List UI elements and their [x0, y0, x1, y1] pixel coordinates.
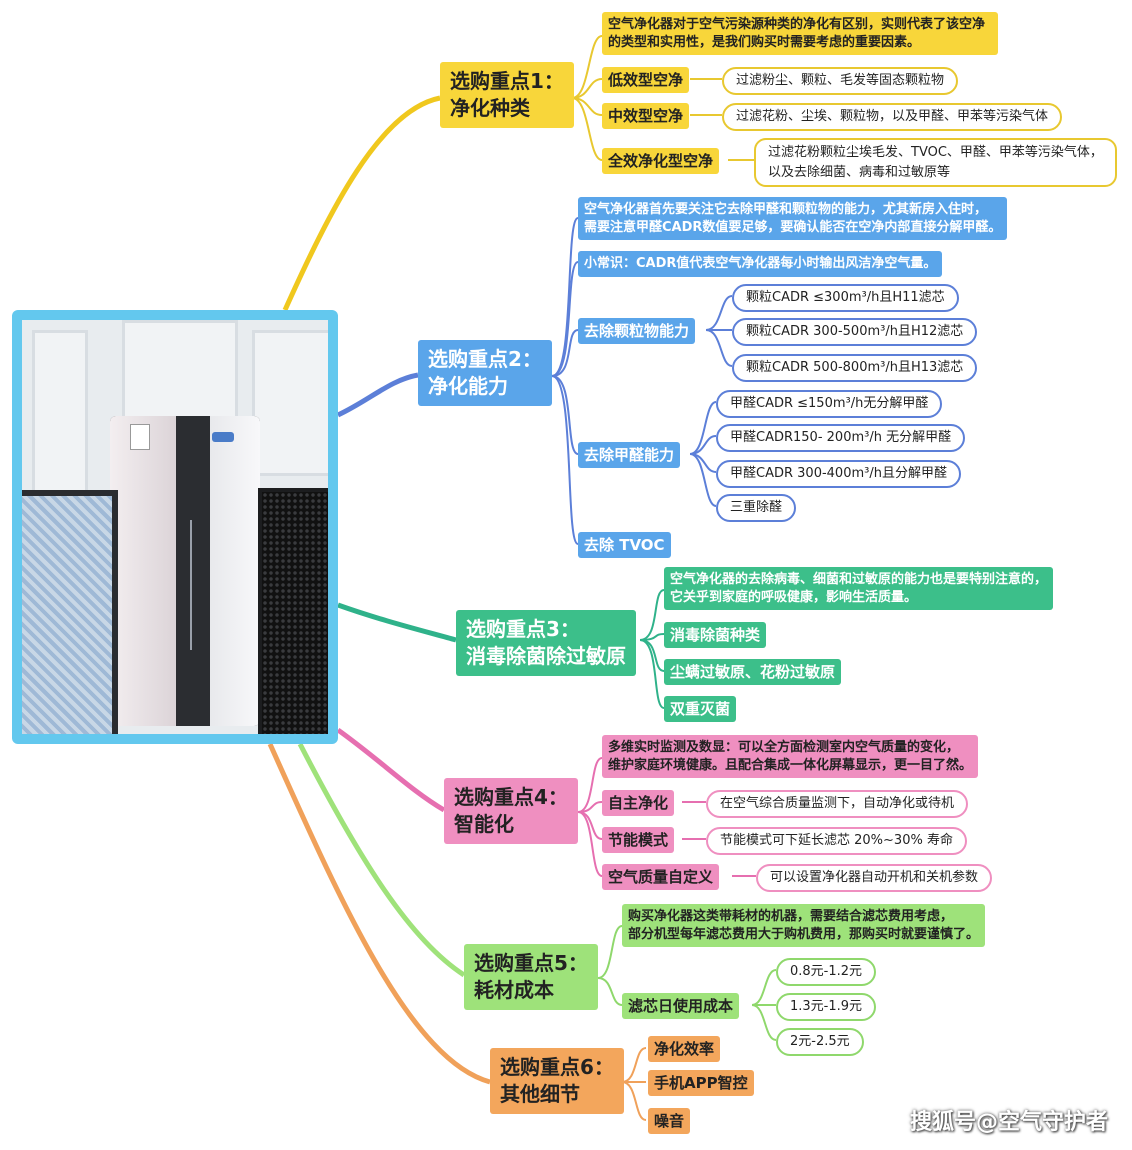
topic-4-intro-line2: 维护家庭环境健康。且配合集成一体化屏幕显示，更一目了然。: [608, 757, 973, 773]
topic-2-intro: 空气净化器首先要关注它去除甲醛和颗粒物的能力，尤其新房入住时， 需要注意甲醛CA…: [578, 197, 1008, 241]
topic-2-particle-leaf-2: 颗粒CADR 300-500m³/h且H12滤芯: [732, 318, 978, 346]
topic-1-intro-text: 空气净化器对于空气污染源种类的净化有区别，实则代表了该空净的类型和实用性，是我们…: [608, 17, 986, 50]
topic-1-item-full-detail: 过滤花粉颗粒尘埃毛发、TVOC、甲醛、甲苯等污染气体， 以及去除细菌、病毒和过敏…: [754, 138, 1117, 187]
topic-3-intro-line2: 它关乎到家庭的呼吸健康，影响生活质量。: [670, 589, 918, 605]
topic-5-cost-1: 0.8元-1.2元: [776, 958, 877, 986]
topic-5-title-line1: 选购重点5：: [474, 951, 588, 975]
topic-5-title: 选购重点5： 耗材成本: [464, 944, 598, 1010]
hepa-filter-image: [22, 490, 118, 734]
topic-4-item-eco: 节能模式: [602, 827, 675, 854]
topic-5-intro: 购买净化器这类带耗材的机器，需要结合滤芯费用考虑， 部分机型每年滤芯费用大于购机…: [622, 904, 986, 948]
topic-2-intro-line1: 空气净化器首先要关注它去除甲醛和颗粒物的能力，尤其新房入住时，: [584, 202, 988, 217]
topic-1-item-full-detail-line1: 过滤花粉颗粒尘埃毛发、TVOC、甲醛、甲苯等污染气体，: [768, 145, 1103, 160]
topic-2-formaldehyde-leaf-3: 甲醛CADR 300-400m³/h且分解甲醛: [716, 460, 961, 488]
topic-2-title-line2: 净化能力: [428, 374, 508, 398]
topic-6-item-3: 噪音: [648, 1108, 691, 1135]
carbon-filter-image: [258, 488, 328, 734]
topic-5-intro-line2: 部分机型每年滤芯费用大于购机费用，那购买时就要谨慎了。: [628, 926, 980, 942]
topic-1-title-line2: 净化种类: [450, 96, 530, 120]
topic-3-intro-line1: 空气净化器的去除病毒、细菌和过敏原的能力也是要特别注意的，: [670, 572, 1048, 587]
topic-5-cost-3: 2元-2.5元: [776, 1028, 864, 1056]
topic-6-title-line1: 选购重点6：: [500, 1055, 614, 1079]
topic-2-tip: 小常识：CADR值代表空气净化器每小时输出风洁净空气量。: [578, 251, 943, 277]
topic-4-title-line1: 选购重点4：: [454, 785, 568, 809]
topic-1-intro: 空气净化器对于空气污染源种类的净化有区别，实则代表了该空净的类型和实用性，是我们…: [602, 12, 998, 56]
topic-3-title: 选购重点3： 消毒除菌除过敏原: [456, 610, 636, 676]
topic-4-title: 选购重点4： 智能化: [444, 778, 578, 844]
topic-3-intro: 空气净化器的去除病毒、细菌和过敏原的能力也是要特别注意的， 它关乎到家庭的呼吸健…: [664, 567, 1054, 611]
topic-5-cost-label: 滤芯日使用成本: [622, 993, 740, 1020]
topic-2-formaldehyde: 去除甲醛能力: [578, 442, 681, 469]
watermark-text: 搜狐号@空气守护者: [909, 1110, 1108, 1135]
topic-2-title-line1: 选购重点2：: [428, 347, 542, 371]
topic-2-intro-line2: 需要注意甲醛CADR数值要足够，要确认能否在空净内部直接分解甲醛。: [584, 219, 1002, 235]
topic-3-title-line2: 消毒除菌除过敏原: [466, 644, 626, 668]
topic-2-particle: 去除颗粒物能力: [578, 318, 696, 345]
topic-3-item-3: 双重灭菌: [664, 696, 737, 723]
topic-1-item-full: 全效净化型空净: [602, 148, 720, 175]
topic-4-title-line2: 智能化: [454, 812, 514, 836]
topic-4-item-eco-detail: 节能模式可下延长滤芯 20%~30% 寿命: [706, 827, 967, 855]
topic-2-particle-leaf-1: 颗粒CADR ≤300m³/h且H11滤芯: [732, 284, 959, 312]
topic-3-item-2: 尘螨过敏原、花粉过敏原: [664, 659, 842, 686]
topic-1-item-mid-detail: 过滤花粉、尘埃、颗粒物，以及甲醛、甲苯等污染气体: [722, 103, 1063, 131]
topic-1-item-mid: 中效型空净: [602, 103, 690, 130]
topic-5-cost-2: 1.3元-1.9元: [776, 993, 877, 1021]
topic-1-title-line1: 选购重点1：: [450, 69, 564, 93]
brand-logo-icon: [212, 432, 234, 442]
topic-2-tvoc: 去除 TVOC: [578, 532, 671, 559]
topic-4-item-custom-detail: 可以设置净化器自动开机和关机参数: [756, 864, 993, 892]
topic-1-item-low-detail: 过滤粉尘、颗粒、毛发等固态颗粒物: [722, 67, 959, 95]
topic-4-item-auto-detail: 在空气综合质量监测下，自动净化或待机: [706, 790, 969, 818]
topic-2-title: 选购重点2： 净化能力: [418, 340, 552, 406]
topic-2-formaldehyde-leaf-1: 甲醛CADR ≤150m³/h无分解甲醛: [716, 390, 943, 418]
topic-2-formaldehyde-leaf-4: 三重除醛: [716, 494, 797, 522]
topic-6-item-1: 净化效率: [648, 1036, 721, 1063]
topic-4-item-custom: 空气质量自定义: [602, 864, 720, 891]
topic-2-formaldehyde-leaf-2: 甲醛CADR150- 200m³/h 无分解甲醛: [716, 424, 966, 452]
topic-4-intro: 多维实时监测及数显：可以全方面检测室内空气质量的变化， 维护家庭环境健康。且配合…: [602, 735, 979, 779]
topic-6-title-line2: 其他细节: [500, 1082, 580, 1106]
topic-5-title-line2: 耗材成本: [474, 978, 554, 1002]
topic-5-intro-line1: 购买净化器这类带耗材的机器，需要结合滤芯费用考虑，: [628, 909, 954, 924]
topic-1-item-full-detail-line2: 以及去除细菌、病毒和过敏原等: [768, 164, 951, 180]
topic-4-intro-line1: 多维实时监测及数显：可以全方面检测室内空气质量的变化，: [608, 740, 960, 755]
topic-2-particle-leaf-3: 颗粒CADR 500-800m³/h且H13滤芯: [732, 354, 978, 382]
air-purifier-photo: [12, 310, 338, 744]
topic-6-item-2: 手机APP智控: [648, 1070, 754, 1097]
topic-3-item-1: 消毒除菌种类: [664, 622, 767, 649]
topic-4-item-auto: 自主净化: [602, 790, 675, 817]
topic-1-title: 选购重点1： 净化种类: [440, 62, 574, 128]
topic-6-title: 选购重点6： 其他细节: [490, 1048, 624, 1114]
topic-1-item-low: 低效型空净: [602, 67, 690, 94]
topic-3-title-line1: 选购重点3：: [466, 617, 580, 641]
